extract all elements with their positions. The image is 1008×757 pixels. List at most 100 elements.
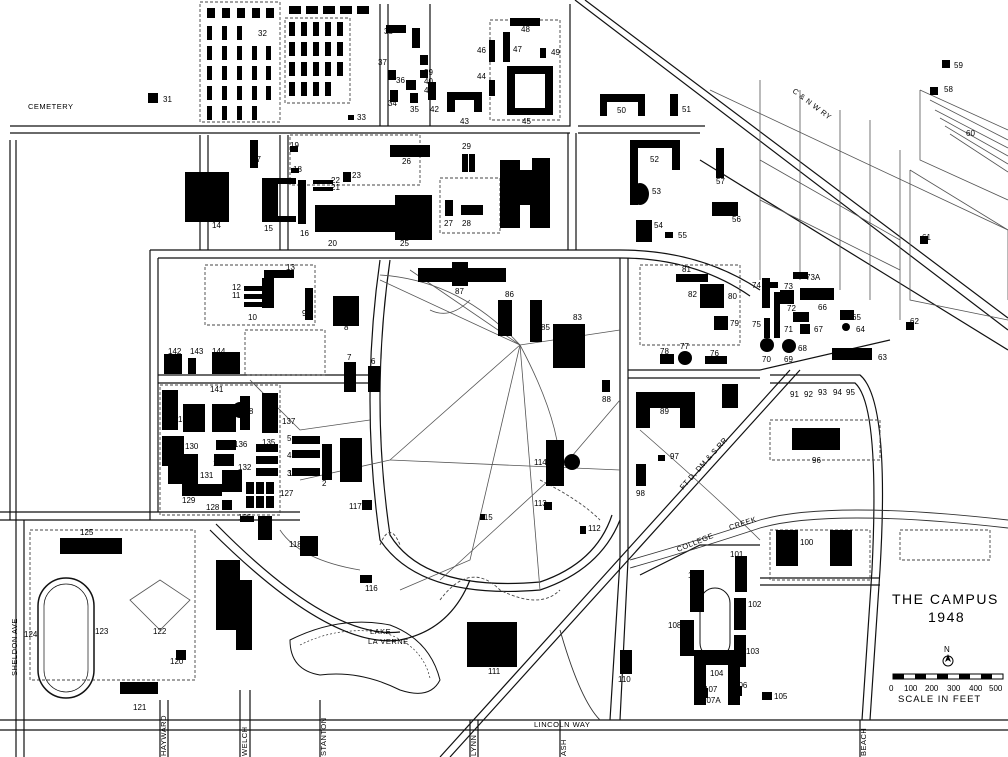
creek-label-creek: CREEK [728, 515, 758, 532]
north-label: N [944, 645, 950, 654]
bldg-label-122: 122 [153, 627, 167, 636]
scale-tick-100: 100 [904, 684, 918, 693]
bldg-label-133: 133 [213, 459, 227, 468]
bldg-label-79: 79 [730, 319, 739, 328]
scale-tick-0: 0 [889, 684, 894, 693]
scale-tick-400: 400 [969, 684, 983, 693]
bldg-label-59: 59 [954, 61, 963, 70]
map-title-year: 1948 [928, 609, 965, 625]
bldg-label-140: 140 [164, 435, 178, 444]
bldg-label-89: 89 [660, 407, 669, 416]
bldg-label-108: 108 [668, 621, 682, 630]
bldg-label-121: 121 [133, 703, 147, 712]
bldg-label-97: 97 [670, 452, 679, 461]
bldg-label-114: 114 [534, 458, 547, 467]
bldg-label-113: 113 [534, 499, 547, 508]
scale-caption: SCALE IN FEET [898, 694, 981, 705]
bldg-label-60: 60 [966, 129, 975, 138]
bldg-label-131: 131 [200, 471, 214, 480]
bldg-label-47: 47 [513, 45, 522, 54]
bldg-label-106: 106 [734, 681, 748, 690]
bldg-label-46: 46 [477, 46, 486, 55]
bldg-label-87: 87 [455, 287, 464, 296]
bldg-label-71: 71 [784, 325, 793, 334]
ash-label: ASH [559, 739, 568, 756]
welch-label: WELCH [240, 726, 249, 756]
bldg-label-6: 6 [371, 357, 376, 366]
bldg-label-13: 13 [286, 263, 295, 272]
bldg-label-70: 70 [762, 355, 771, 364]
bldg-label-81: 81 [682, 265, 691, 274]
building-labels: 31 32 33 34 35 36 37 38 39 40 41 42 43 4… [24, 25, 975, 712]
bldg-label-107a: 107A [702, 696, 721, 705]
bldg-label-69: 69 [784, 355, 793, 364]
bldg-label-54: 54 [654, 221, 663, 230]
bldg-label-27: 27 [444, 219, 453, 228]
college-creek [559, 509, 1008, 721]
bldg-label-77: 77 [680, 342, 689, 351]
bldg-label-48: 48 [521, 25, 530, 34]
bldg-label-111: 111 [488, 667, 501, 676]
bldg-label-135: 135 [262, 438, 276, 447]
lincoln-way-label: LINCOLN WAY [534, 720, 590, 729]
bldg-label-53: 53 [652, 187, 661, 196]
railroads [439, 0, 1008, 757]
bldg-label-101: 101 [730, 550, 744, 559]
bldg-label-31: 31 [163, 95, 172, 104]
bldg-label-64: 64 [856, 325, 865, 334]
bldg-label-68: 68 [798, 344, 807, 353]
bldg-label-141: 141 [210, 385, 224, 394]
housing-grid-center [289, 6, 369, 96]
bldg-label-102: 102 [748, 600, 762, 609]
bldg-label-39: 39 [424, 68, 433, 77]
bldg-label-32: 32 [258, 29, 267, 38]
bldg-label-123: 123 [95, 627, 109, 636]
bldg-label-118: 118 [289, 540, 302, 549]
bldg-label-7: 7 [347, 353, 352, 362]
bldg-label-132: 132 [238, 463, 252, 472]
bldg-label-130: 130 [185, 442, 199, 451]
bldg-label-76: 76 [710, 349, 719, 358]
bldg-label-55: 55 [678, 231, 687, 240]
bldg-label-112: 112 [588, 524, 601, 533]
bldg-label-95: 95 [846, 388, 855, 397]
fields [709, 80, 1008, 321]
bldg-label-34: 34 [388, 99, 397, 108]
bldg-label-36: 36 [396, 76, 405, 85]
bldg-label-4: 4 [287, 451, 292, 460]
stanton-label: STANTON [319, 717, 328, 756]
bldg-label-82: 82 [688, 290, 697, 299]
bldg-label-2: 2 [322, 479, 327, 488]
bldg-label-137: 137 [282, 417, 296, 426]
bldg-label-98: 98 [636, 489, 645, 498]
bldg-label-62: 62 [910, 317, 919, 326]
bldg-label-91: 91 [790, 390, 799, 399]
bldg-label-50: 50 [617, 106, 626, 115]
bldg-label-85: 85 [541, 323, 550, 332]
bldg-label-78: 78 [660, 347, 669, 356]
bldg-label-45: 45 [522, 117, 531, 126]
bldg-label-119: 119 [222, 605, 235, 614]
bldg-label-74: 74 [752, 281, 761, 290]
bldg-label-67: 67 [814, 325, 823, 334]
bldg-label-142: 142 [168, 347, 182, 356]
bldg-label-72: 72 [787, 304, 796, 313]
bldg-label-136: 136 [234, 440, 248, 449]
hayward-label: HAYWARD [159, 715, 168, 756]
north-arrow: N [942, 645, 954, 667]
bldg-label-116: 116 [365, 584, 378, 593]
map-title-line1: THE CAMPUS [892, 591, 999, 607]
creek-label-college: COLLEGE [675, 531, 714, 554]
bldg-label-134: 134 [262, 455, 276, 464]
bldg-label-93: 93 [818, 388, 827, 397]
bldg-label-107: 107 [704, 685, 718, 694]
bldg-label-44: 44 [477, 72, 486, 81]
bldg-label-35: 35 [410, 105, 419, 114]
bldg-label-129: 129 [182, 496, 196, 505]
bldg-label-139: 139 [178, 415, 192, 424]
beach-label: BEACH [859, 728, 868, 756]
bldg-label-37: 37 [378, 58, 387, 67]
bldg-label-115: 115 [480, 513, 493, 522]
bldg-label-42: 42 [430, 105, 439, 114]
